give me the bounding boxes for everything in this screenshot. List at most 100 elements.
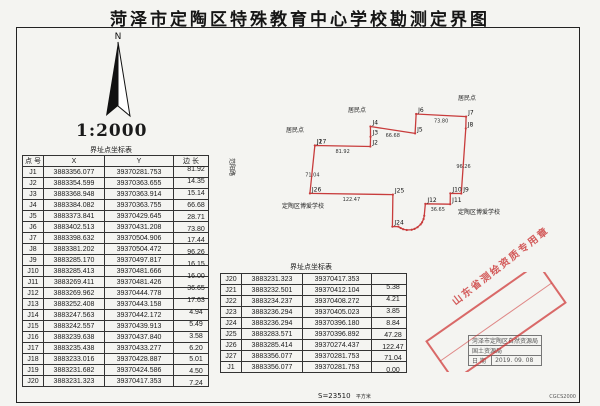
edge-length-label: 122.47 — [343, 197, 361, 203]
edge-length: 3.85 — [386, 307, 400, 315]
point-id: J4 — [22, 199, 44, 211]
coord-x: 3883373.841 — [43, 210, 105, 222]
coord-x: 3883398.632 — [43, 232, 105, 244]
boundary-point-label: J26 — [311, 186, 322, 193]
north-label: N — [115, 32, 122, 42]
point-id: J27 — [220, 350, 242, 362]
boundary-point-marker — [405, 228, 408, 232]
boundary-point-marker — [391, 225, 394, 228]
coord-x: 3883239.638 — [43, 331, 105, 343]
map-frame — [16, 27, 580, 403]
coord-y: 39370417.353 — [104, 375, 174, 387]
area-line: S=23510 平方米 — [318, 392, 371, 400]
point-id: J13 — [22, 298, 44, 310]
edge-length: 0.00 — [386, 367, 400, 375]
point-id: J12 — [22, 287, 44, 299]
coord-x: 3883234.237 — [241, 295, 303, 307]
edge-length: 47.28 — [384, 331, 402, 339]
boundary-point-marker — [415, 112, 418, 116]
edge-length: 6.20 — [189, 344, 203, 352]
edge-length: 7.24 — [189, 380, 203, 388]
boundary-point-marker — [397, 225, 400, 228]
coord-x: 3883368.948 — [43, 188, 105, 200]
coord-y: 39370443.158 — [104, 298, 174, 310]
point-id: J19 — [22, 364, 44, 376]
boundary-point-marker — [420, 221, 424, 224]
edge-length: 8.84 — [386, 319, 400, 327]
boundary-point-label: J5 — [416, 126, 423, 133]
boundary-point-marker — [449, 203, 452, 206]
boundary-point-marker — [460, 192, 463, 195]
coord-y: 39370396.892 — [302, 328, 372, 340]
edge-length: 5.49 — [189, 320, 203, 328]
edge-length: 14.35 — [187, 177, 205, 185]
point-id: J3 — [22, 188, 44, 200]
length-cell — [371, 273, 407, 285]
coord-x: 3883356.077 — [43, 166, 105, 178]
header-x: X — [43, 155, 105, 167]
edge-length-label: 73.80 — [434, 118, 448, 124]
coord-x: 3883231.682 — [43, 364, 105, 376]
coord-x: 3883247.563 — [43, 309, 105, 321]
edge-length-label: 36.65 — [431, 207, 445, 213]
edge-length: 17.63 — [187, 296, 205, 304]
boundary-point-label: J25 — [394, 188, 405, 195]
coord-x: 3883252.408 — [43, 298, 105, 310]
info-date-label: 日 期 — [467, 355, 493, 366]
coord-x: 3883381.202 — [43, 243, 105, 255]
point-id: J20 — [220, 273, 242, 285]
coord-y: 39370481.426 — [104, 276, 174, 288]
coord-y: 39370437.840 — [104, 331, 174, 343]
boundary-point-marker — [423, 214, 426, 217]
coord-y: 39370504.906 — [104, 232, 174, 244]
map-label-residential-3: 居民点 — [458, 94, 476, 102]
boundary-point-label: J6 — [417, 107, 424, 114]
boundary-point-marker — [413, 227, 416, 230]
boundary-point-marker — [464, 127, 467, 130]
map-label-school-2: 定陶区博爱学校 — [458, 208, 500, 216]
point-id: J6 — [22, 221, 44, 233]
length-cell — [173, 375, 209, 387]
boundary-point-label: J12 — [426, 197, 437, 204]
point-id: J16 — [22, 331, 44, 343]
edge-length: 16.00 — [187, 273, 205, 281]
coord-y: 39370417.353 — [302, 273, 372, 285]
point-id: J1 — [22, 166, 44, 178]
coord-x: 3883233.016 — [43, 353, 105, 365]
edge-length-label: 66.68 — [386, 133, 400, 139]
map-label-residential-1: 居民点 — [286, 126, 304, 134]
edge-length: 16.15 — [187, 261, 205, 269]
coord-y: 39370433.277 — [104, 342, 174, 354]
coord-x: 3883356.077 — [241, 350, 303, 362]
header-y: Y — [104, 155, 174, 167]
boundary-point-label: J3 — [372, 130, 379, 137]
edge-length: 5.01 — [189, 356, 203, 364]
point-id: J10 — [22, 265, 44, 277]
boundary-point-marker — [422, 217, 425, 221]
point-id: J25 — [220, 328, 242, 340]
edge-length: 36.65 — [187, 285, 205, 292]
coord-x: 3883285.413 — [43, 265, 105, 277]
boundary-point-label: J9 — [462, 187, 469, 194]
left-table-header: 点 号 X Y 边 长 — [22, 155, 209, 167]
boundary-point-marker — [399, 226, 402, 230]
edge-length: 5.38 — [386, 284, 400, 291]
coord-y: 39370363.914 — [104, 188, 174, 200]
area-unit: 平方米 — [355, 394, 371, 400]
header-point: 点 号 — [22, 155, 44, 167]
boundary-point-marker — [413, 132, 417, 135]
boundary-point-label: J10 — [451, 186, 462, 193]
point-id: J17 — [22, 342, 44, 354]
coord-x: 3883236.294 — [241, 306, 303, 318]
coord-y: 39370424.586 — [104, 364, 174, 376]
boundary-point-marker — [449, 192, 452, 195]
coord-y: 39370274.437 — [302, 339, 372, 351]
